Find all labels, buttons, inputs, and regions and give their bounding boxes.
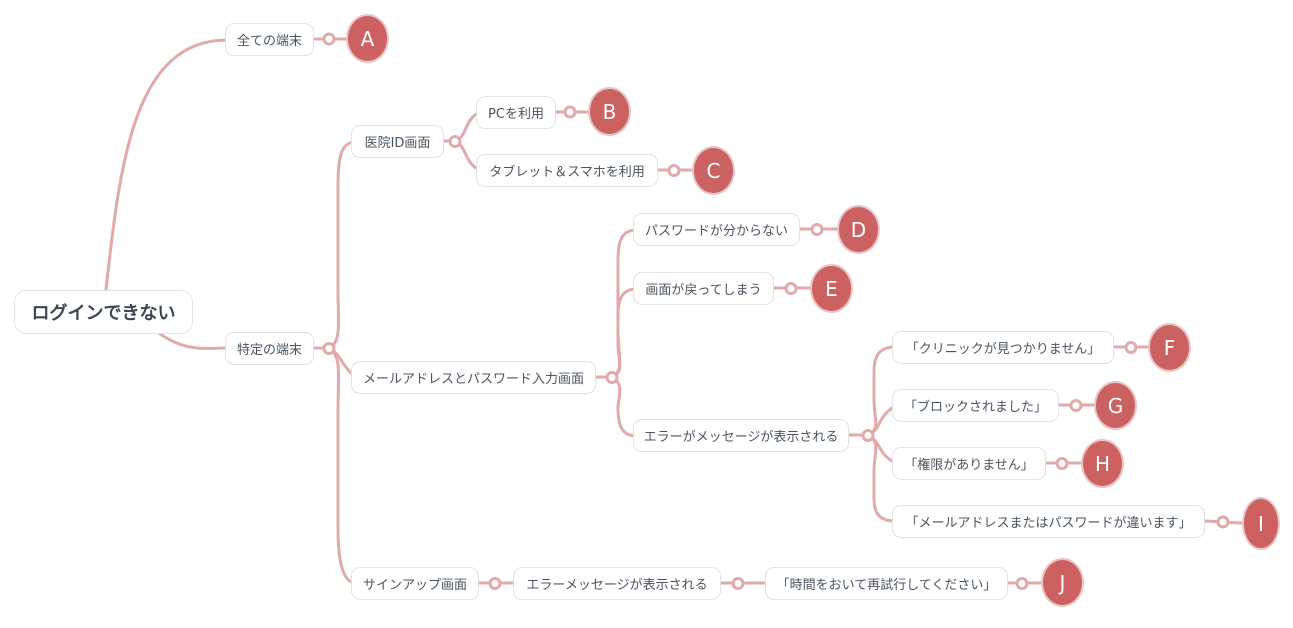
node-all-devices[interactable]: 全ての端末: [225, 23, 314, 56]
node-clinic-id-screen[interactable]: 医院ID画面: [351, 125, 444, 158]
node-clinic-not-found[interactable]: 「クリニックが見つかりません」: [892, 331, 1114, 364]
node-signup-error-message[interactable]: エラーメッセージが表示される: [513, 567, 721, 600]
collapse-dot[interactable]: [448, 135, 462, 148]
badge-j[interactable]: J: [1041, 558, 1084, 607]
node-no-permission[interactable]: 「権限がありません」: [892, 447, 1046, 480]
collapse-dot[interactable]: [322, 342, 336, 355]
collapse-dot[interactable]: [1069, 399, 1083, 412]
collapse-dot[interactable]: [861, 429, 875, 442]
connector-line: [327, 140, 358, 350]
collapse-dot[interactable]: [605, 371, 619, 384]
node-signup-screen[interactable]: サインアップ画面: [351, 567, 479, 600]
collapse-dot[interactable]: [1015, 577, 1029, 590]
node-root-cannot-login[interactable]: ログインできない: [14, 290, 193, 334]
badge-i[interactable]: I: [1242, 497, 1280, 550]
badge-g[interactable]: G: [1094, 381, 1137, 430]
node-use-pc[interactable]: PCを利用: [476, 96, 556, 129]
collapse-dot[interactable]: [784, 282, 798, 295]
badge-d[interactable]: D: [837, 205, 880, 254]
collapse-dot[interactable]: [1055, 457, 1069, 470]
connector-line: [610, 376, 639, 438]
collapse-dot[interactable]: [1216, 515, 1230, 529]
collapse-dot[interactable]: [563, 105, 577, 119]
badge-f[interactable]: F: [1148, 323, 1191, 372]
connector-line: [866, 434, 897, 523]
connector-line: [610, 287, 639, 379]
node-forgot-password[interactable]: パスワードが分からない: [633, 213, 800, 246]
connector-line: [158, 332, 229, 350]
node-blocked[interactable]: 「ブロックされました」: [892, 389, 1059, 422]
node-retry-later[interactable]: 「時間をおいて再試行してください」: [765, 567, 1008, 600]
connector-line: [104, 38, 229, 292]
badge-a[interactable]: A: [346, 14, 389, 63]
badge-e[interactable]: E: [810, 264, 853, 313]
node-specific-devices[interactable]: 特定の端末: [225, 332, 314, 365]
collapse-dot[interactable]: [1124, 341, 1138, 354]
collapse-dot[interactable]: [322, 32, 336, 46]
collapse-dot[interactable]: [731, 577, 745, 590]
node-email-password-screen[interactable]: メールアドレスとパスワード入力画面: [351, 361, 596, 394]
badge-c[interactable]: C: [692, 146, 735, 195]
badge-h[interactable]: H: [1081, 439, 1124, 488]
connector-line: [610, 228, 639, 379]
node-wrong-email-or-password[interactable]: 「メールアドレスまたはパスワードが違います」: [892, 505, 1205, 538]
collapse-dot[interactable]: [810, 223, 824, 236]
node-error-message-shown[interactable]: エラーがメッセージが表示される: [633, 419, 849, 452]
connector-line: [327, 347, 358, 585]
badge-b[interactable]: B: [588, 87, 631, 136]
collapse-dot[interactable]: [667, 164, 681, 177]
collapse-dot[interactable]: [488, 577, 502, 590]
node-use-tablet-smartphone[interactable]: タブレット＆スマホを利用: [476, 154, 658, 187]
node-screen-reverts[interactable]: 画面が戻ってしまう: [633, 272, 774, 305]
